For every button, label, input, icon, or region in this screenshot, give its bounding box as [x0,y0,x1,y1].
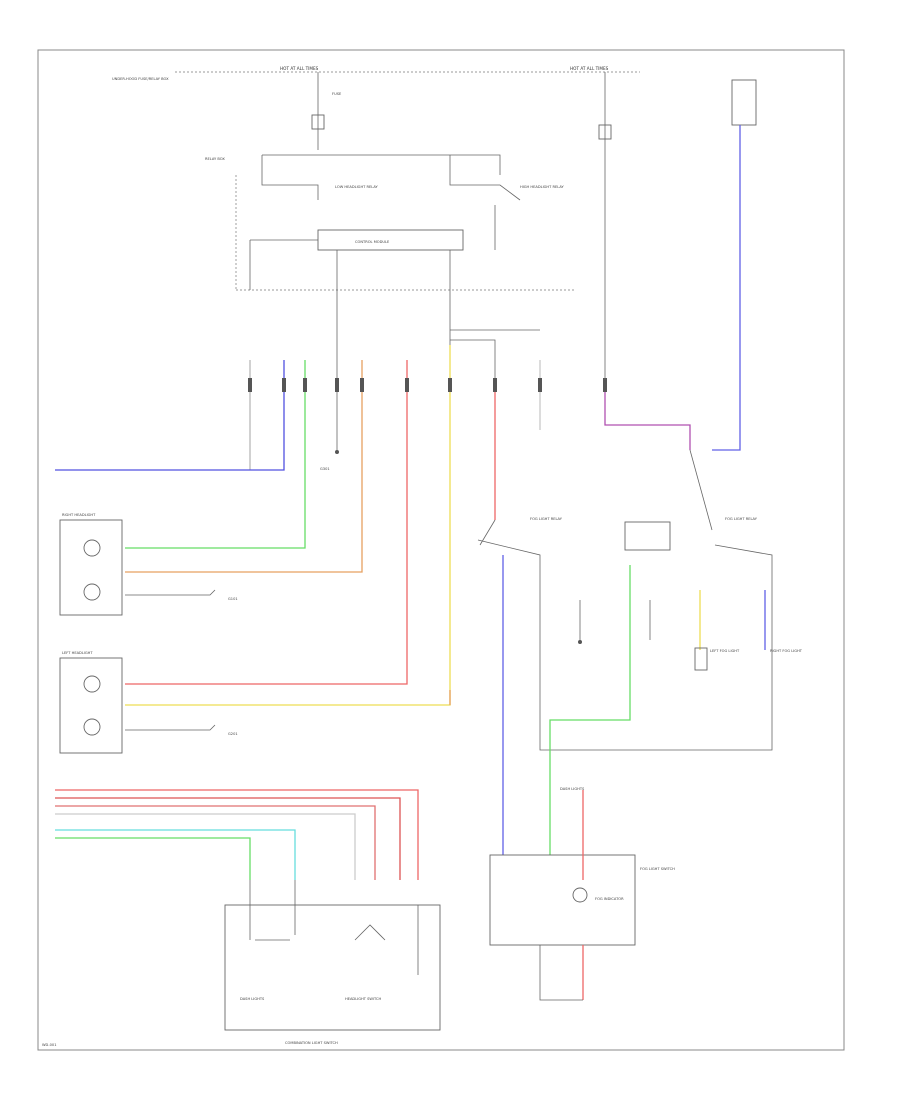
hot-at-all-times-label-right: HOT AT ALL TIMES [570,66,609,71]
fog-indicator-label: FOG INDICATOR [595,897,624,901]
fuse-label: FUSE [332,92,342,96]
control-module-box [317,229,464,251]
headlight-switch-contact [354,924,386,941]
right-low-beam-bulb [83,583,101,601]
wire-green-combo [55,837,251,880]
right-fog-relay-contact [689,449,713,531]
left-fog-relay-contact [479,519,496,546]
wire-purple-fog-feed [604,392,691,450]
wire-cyan-combo [55,829,296,880]
fog-light-switch-box [489,854,636,946]
wire-red-combo-1 [55,789,419,880]
fog-light-left-label: LEFT FOG LIGHT [710,649,740,653]
left-headlight-ground-wire [125,724,216,731]
right-ground-label: G101 [228,597,238,601]
fog-relay-feed-branch [450,339,496,380]
wire-red-left-headlight [125,360,408,685]
relay-power-bus [262,154,501,175]
wire-green-fog-switch [549,565,631,855]
module-ground-dot [335,450,339,454]
wire-white-combo [55,813,356,880]
wire-yellow-left-headlight [125,345,451,706]
wire-blue-left [55,360,285,471]
wire-red-combo-3 [55,805,376,880]
fog-relay-enclosure [477,539,773,751]
fog-light-relay-right-label: FOG LIGHT RELAY [725,517,758,521]
control-module-label: CONTROL MODULE [355,240,390,244]
harness-connectors [248,378,607,392]
combination-switch-box [224,904,441,1031]
right-headlight-box [59,519,123,616]
fog-switch-ground-loop [539,945,583,1001]
footer-code: WD-001 [42,1043,56,1047]
dash-lights-label: DASH LIGHTS [560,787,585,791]
headlight-switch-label: HEADLIGHT SWITCH [345,997,381,1001]
fog-light-right-label: RIGHT FOG LIGHT [770,649,803,653]
left-high-beam-bulb [83,675,101,693]
wire-orange-right-headlight [125,360,363,573]
right-headlight-ground-wire [125,589,216,596]
high-relay-contacts [449,175,521,201]
low-headlight-relay-label: LOW HEADLIGHT RELAY [335,185,379,189]
fog-light-relay-left-label: FOG LIGHT RELAY [530,517,563,521]
dash-lights-switch-label: DASH LIGHTS [240,997,265,1001]
combination-light-switch-label: COMBINATION LIGHT SWITCH [285,1041,338,1045]
right-fuse-box [731,79,757,126]
fog-light-switch-label: FOG LIGHT SWITCH [640,867,675,871]
hot-at-all-times-label-left: HOT AT ALL TIMES [280,66,319,71]
wire-blue-right-feed [712,125,741,451]
right-headlight-label: RIGHT HEADLIGHT [62,513,96,517]
fog-indicator-bulb [572,887,588,903]
fog-relay-coil-box [624,521,671,551]
left-low-beam-bulb [83,718,101,736]
right-high-beam-bulb [83,539,101,557]
left-headlight-label: LEFT HEADLIGHT [62,651,93,655]
center-ground-label: G301 [320,467,330,471]
right-fuse [598,124,612,140]
diagram-frame [37,49,845,1051]
relay-box-label: RELAY BOX [205,157,225,161]
main-fuse [311,114,325,130]
fog-ground-dot [578,640,582,644]
left-ground-label: G201 [228,732,238,736]
wire-green-right-headlight [125,360,306,549]
left-headlight-box [59,657,123,754]
left-fog-light-symbol [694,647,708,671]
high-headlight-relay-label: HIGH HEADLIGHT RELAY [520,185,565,189]
wire-red-combo-2 [55,797,401,880]
underhood-fuse-box-label: UNDER-HOOD FUSE/RELAY BOX [112,77,169,81]
low-relay-contacts [261,175,319,200]
